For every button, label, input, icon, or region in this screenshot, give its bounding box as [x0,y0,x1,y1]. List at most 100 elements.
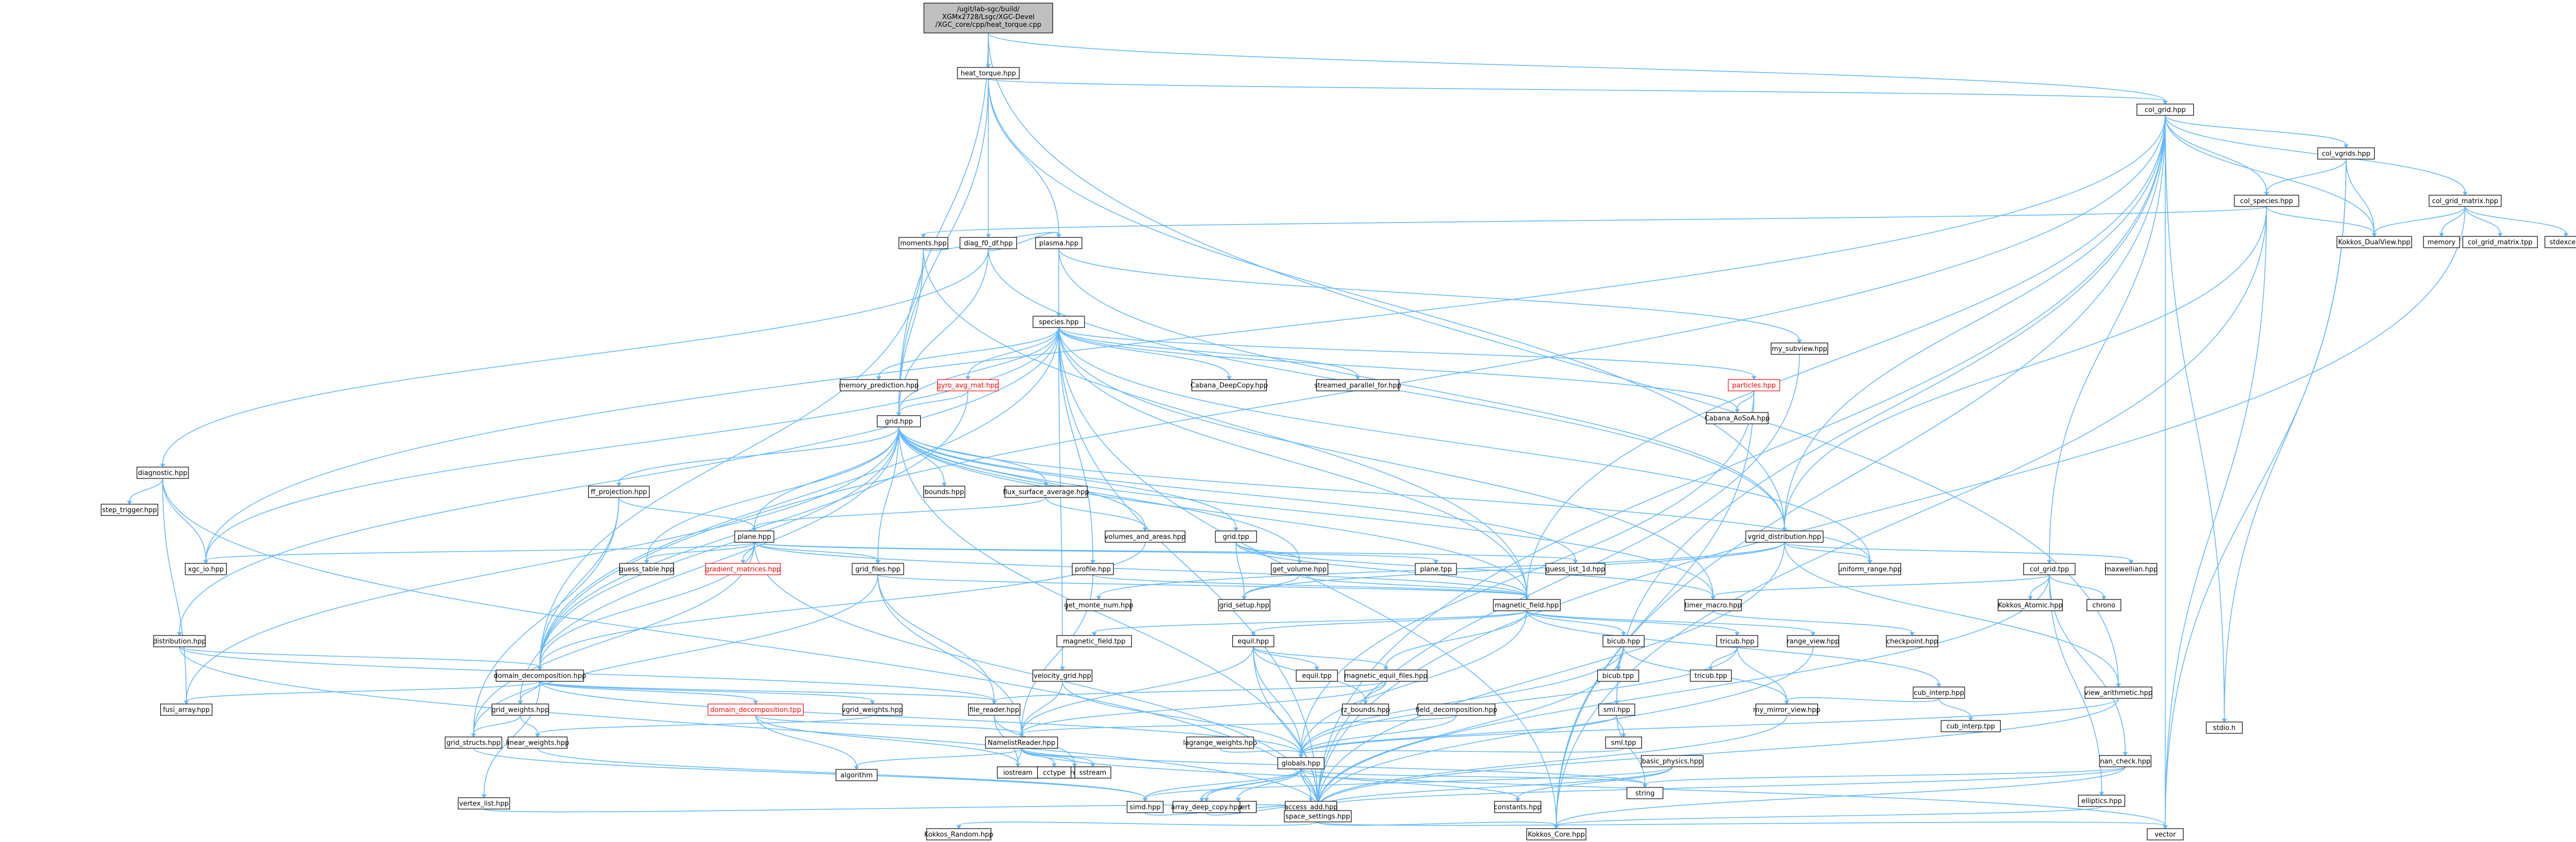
node-kokkos-dualview[interactable]: Kokkos_DualView.hpp [2336,236,2412,248]
node-gradient-matrices[interactable]: gradient_matrices.hpp [705,563,781,575]
node-diag-f0-df[interactable]: diag_f0_df.hpp [959,237,1017,249]
node-magnetic-equil-files[interactable]: magnetic_equil_files.hpp [1344,669,1428,682]
node-elliptics[interactable]: elliptics.hpp [2078,795,2125,807]
node-streamed-parallel-for[interactable]: streamed_parallel_for.hpp [1314,379,1401,391]
node-col-grid[interactable]: col_grid.hpp [2137,104,2194,116]
node-linear-weights[interactable]: linear_weights.hpp [506,736,569,749]
node-grid-tpp[interactable]: grid.tpp [1215,530,1257,543]
node-kokkos-atomic[interactable]: Kokkos_Atomic.hpp [1997,599,2063,611]
node-file-reader[interactable]: file_reader.hpp [968,703,1021,716]
node-col-grid-matrix-tpp[interactable]: col_grid_matrix.tpp [2462,236,2538,248]
node-grid-files[interactable]: grid_files.hpp [852,563,904,575]
edge-diagnostic-to-fusi-array [162,478,189,704]
node-sml-tpp[interactable]: sml.tpp [1605,736,1642,749]
node-checkpoint[interactable]: checkpoint.hpp [1886,635,1939,647]
node-vector[interactable]: vector [2147,828,2184,840]
node-get-volume[interactable]: get_volume.hpp [1270,563,1329,575]
node-cctype[interactable]: cctype [1037,766,1072,779]
node-field-decomposition[interactable]: field_decomposition.hpp [1415,703,1497,716]
node-range-view[interactable]: range_view.hpp [1787,635,1839,647]
node-step-trigger[interactable]: step_trigger.hpp [100,504,158,516]
node-sml[interactable]: sml.hpp [1598,703,1635,716]
node-kokkos-random[interactable]: Kokkos_Random.hpp [924,828,993,840]
node-vgrid-weights[interactable]: vgrid_weights.hpp [842,703,903,716]
node-string[interactable]: string [1626,787,1664,799]
node-stdexcept[interactable]: stdexcept [2545,236,2576,248]
node-col-species[interactable]: col_species.hpp [2234,195,2299,207]
node-magnetic-field-tpp[interactable]: magnetic_field.tpp [1056,635,1132,647]
node-magnetic-field[interactable]: magnetic_field.hpp [1493,599,1561,611]
node-cub-interp-tpp[interactable]: cub_interp.tpp [1941,720,2001,732]
node-col-vgrids[interactable]: col_vgrids.hpp [2317,147,2375,160]
node-access-add[interactable]: access_add.hpp [1284,801,1338,813]
node-plane-tpp[interactable]: plane.tpp [1415,563,1457,575]
node-vertex-list[interactable]: vertex_list.hpp [457,797,510,810]
node-bicub[interactable]: bicub.hpp [1602,635,1645,647]
node-kokkos-core[interactable]: Kokkos_Core.hpp [1526,828,1586,840]
node-grid-structs[interactable]: grid_structs.hpp [445,736,502,749]
node-array-deep-copy[interactable]: array_deep_copy.hpp [1171,801,1242,813]
node-bounds[interactable]: bounds.hpp [923,486,965,498]
node-cabana-deepcopy[interactable]: Cabana_DeepCopy.hpp [1191,379,1268,391]
node-globals[interactable]: globals.hpp [1277,757,1325,769]
node-cub-interp[interactable]: cub_interp.hpp [1912,686,1965,699]
node-heat-torque[interactable]: heat_torque.hpp [957,67,1020,79]
node-fusi-array[interactable]: fusi_array.hpp [160,703,213,716]
node-my-mirror-view[interactable]: my_mirror_view.hpp [1753,703,1821,716]
edge-col-grid-matrix-to-memory [2439,206,2466,237]
node-simd[interactable]: simd.hpp [1127,801,1164,813]
edge-equil-to-magnetic-equil-files [1252,646,1389,671]
node-equil-tpp[interactable]: equil.tpp [1296,669,1338,682]
node-grid-weights[interactable]: grid_weights.hpp [492,703,549,716]
node-plane[interactable]: plane.hpp [734,530,774,543]
node-vgrid-distribution[interactable]: vgrid_distribution.hpp [1745,530,1824,543]
node-sstream[interactable]: sstream [1074,766,1111,779]
node-species[interactable]: species.hpp [1032,316,1085,328]
node-grid-setup[interactable]: grid_setup.hpp [1218,599,1270,611]
node-moments[interactable]: moments.hpp [899,237,948,249]
node-cabana-aosoa[interactable]: Cabana_AoSoA.hpp [1705,412,1770,424]
node-guess-list-1d[interactable]: guess_list_1d.hpp [1545,563,1605,575]
node-lagrange-weights[interactable]: lagrange_weights.hpp [1183,736,1257,749]
node-particles[interactable]: particles.hpp [1727,379,1781,391]
node-namelist-reader[interactable]: NamelistReader.hpp [985,736,1058,749]
node-profile[interactable]: profile.hpp [1072,563,1114,575]
node-ff-projection[interactable]: ff_projection.hpp [588,486,650,498]
node-maxwellian[interactable]: maxwellian.hpp [2105,563,2158,575]
node-domain-decomposition-tpp[interactable]: domain_decomposition.tpp [707,703,804,716]
node-tricub[interactable]: tricub.hpp [1716,635,1758,647]
node-xgc-io[interactable]: xgc_io.hpp [184,563,227,575]
node-uniform-range[interactable]: uniform_range.hpp [1838,563,1902,575]
node-grid[interactable]: grid.hpp [876,415,921,427]
node-timer-macro[interactable]: timer_macro.hpp [1684,599,1742,611]
node-chrono[interactable]: chrono [2087,599,2122,611]
node-flux-surface-average[interactable]: flux_surface_average.hpp [1003,486,1089,498]
node-root-heat-torque-cpp[interactable]: /ugit/lab-sgc/build/ XGMx2728/Lsgc/XGC-D… [923,3,1053,33]
node-constants[interactable]: constants.hpp [1494,801,1541,813]
node-view-arithmetic[interactable]: view_arithmetic.hpp [2084,686,2153,699]
node-basic-physics[interactable]: basic_physics.hpp [1641,755,1704,767]
node-distribution[interactable]: distribution.hpp [153,635,206,647]
node-my-subview[interactable]: my_subview.hpp [1771,342,1828,355]
node-col-grid-tpp[interactable]: col_grid.tpp [2023,563,2076,575]
node-equil[interactable]: equil.hpp [1232,635,1275,647]
node-memory[interactable]: memory [2423,236,2460,248]
node-gyro-avg-mat[interactable]: gyro_avg_mat.hpp [937,379,999,391]
node-iostream[interactable]: iostream [997,766,1039,779]
node-guess-table[interactable]: guess_table.hpp [619,563,674,575]
node-stdio-h[interactable]: stdio.h [2206,721,2243,734]
node-velocity-grid[interactable]: velocity_grid.hpp [1032,669,1093,682]
node-col-grid-matrix[interactable]: col_grid_matrix.hpp [2429,195,2502,207]
node-plasma[interactable]: plasma.hpp [1035,237,1082,249]
node-tricub-tpp[interactable]: tricub.tpp [1690,669,1732,682]
node-algorithm[interactable]: algorithm [835,769,878,781]
node-space-settings[interactable]: space_settings.hpp [1284,810,1352,822]
node-domain-decomposition[interactable]: domain_decomposition.hpp [494,669,586,682]
node-rz-bounds[interactable]: rz_bounds.hpp [1341,703,1390,716]
node-get-monte-num[interactable]: get_monte_num.hpp [1064,599,1133,611]
node-memory-prediction[interactable]: memory_prediction.hpp [839,379,919,391]
node-nan-check[interactable]: nan_check.hpp [2099,755,2151,767]
node-bicub-tpp[interactable]: bicub.tpp [1597,669,1639,682]
node-volumes-and-areas[interactable]: volumes_and_areas.hpp [1105,530,1185,543]
node-diagnostic[interactable]: diagnostic.hpp [137,467,189,479]
